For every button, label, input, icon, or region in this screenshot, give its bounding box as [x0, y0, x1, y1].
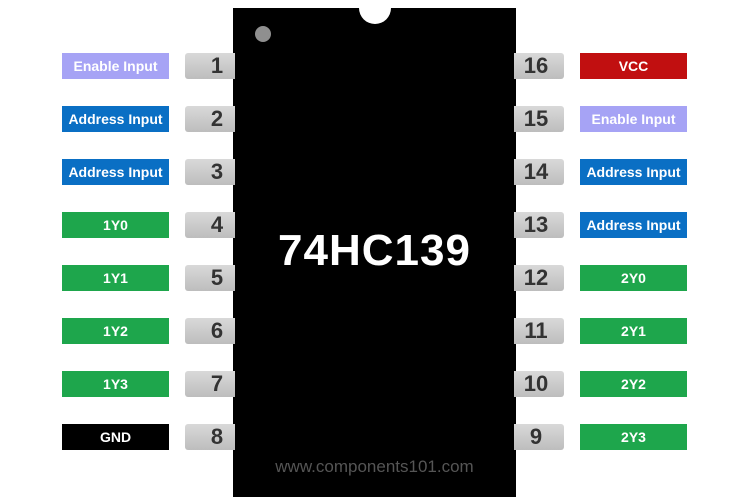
pin-15: 15 [514, 106, 564, 132]
pin-8-label: GND [62, 424, 169, 450]
pin-4: 4 [185, 212, 235, 238]
pin-3-label: Address Input [62, 159, 169, 185]
watermark: www.components101.com [275, 457, 474, 476]
pin-2-label: Address Input [62, 106, 169, 132]
pin-11: 11 [514, 318, 564, 344]
pin-6: 6 [185, 318, 235, 344]
pin-9: 9 [514, 424, 564, 450]
pin-11-label: 2Y1 [580, 318, 687, 344]
pin-16-label: VCC [580, 53, 687, 79]
pin-5-label: 1Y1 [62, 265, 169, 291]
pin-7: 7 [185, 371, 235, 397]
pin-4-label: 1Y0 [62, 212, 169, 238]
pin-10-label: 2Y2 [580, 371, 687, 397]
pin-7-label: 1Y3 [62, 371, 169, 397]
pin-2: 2 [185, 106, 235, 132]
pin-14-label: Address Input [580, 159, 687, 185]
pin-5: 5 [185, 265, 235, 291]
pin-9-label: 2Y3 [580, 424, 687, 450]
pin-10: 10 [514, 371, 564, 397]
pin-8: 8 [185, 424, 235, 450]
package-notch [359, 0, 391, 24]
pin-16: 16 [514, 53, 564, 79]
ic-package: 74HC139 www.components101.com [233, 0, 516, 497]
pin1-marker-dot [255, 26, 271, 42]
pin-15-label: Enable Input [580, 106, 687, 132]
pin-12-label: 2Y0 [580, 265, 687, 291]
pin-1: 1 [185, 53, 235, 79]
pin-3: 3 [185, 159, 235, 185]
pin-1-label: Enable Input [62, 53, 169, 79]
pin-12: 12 [514, 265, 564, 291]
chip-name: 74HC139 [278, 226, 471, 275]
pin-14: 14 [514, 159, 564, 185]
pin-13: 13 [514, 212, 564, 238]
pin-13-label: Address Input [580, 212, 687, 238]
pin-6-label: 1Y2 [62, 318, 169, 344]
